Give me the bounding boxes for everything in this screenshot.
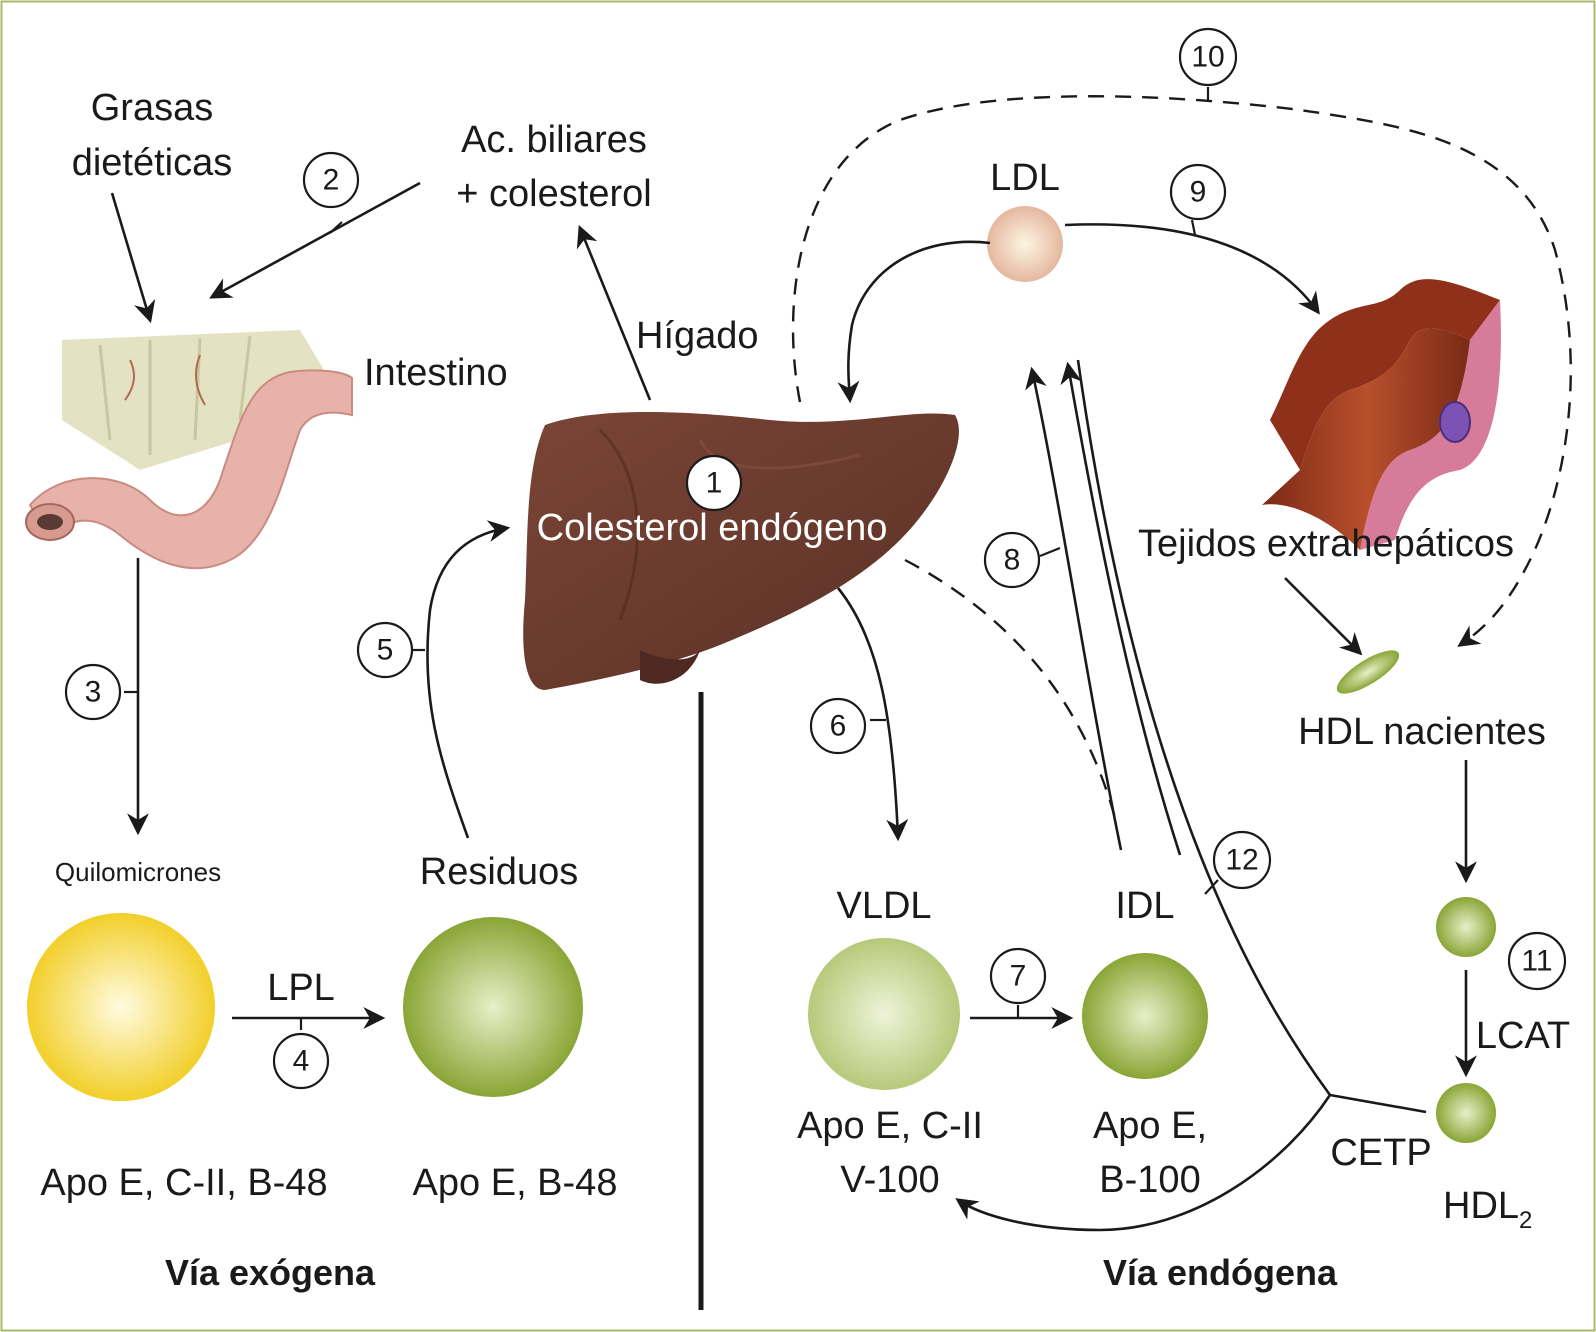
label-apo-vldl-line2: V-100 bbox=[840, 1159, 939, 1201]
hdl2-particle bbox=[1436, 1083, 1496, 1143]
label-lpl: LPL bbox=[267, 967, 335, 1009]
svg-text:2: 2 bbox=[323, 164, 340, 197]
label-grasas-line1: Grasas bbox=[91, 87, 213, 129]
svg-text:11: 11 bbox=[1521, 945, 1552, 978]
liver-icon bbox=[523, 411, 959, 690]
svg-text:4: 4 bbox=[293, 1045, 310, 1078]
step-3-marker: 3 bbox=[64, 663, 122, 721]
label-lcat: LCAT bbox=[1476, 1015, 1570, 1057]
svg-text:5: 5 bbox=[377, 634, 394, 667]
label-quilomicrones: Quilomicrones bbox=[55, 857, 221, 887]
residuo-particle bbox=[403, 917, 583, 1097]
svg-text:3: 3 bbox=[85, 676, 102, 709]
label-vldl: VLDL bbox=[836, 885, 931, 927]
step-9-marker: 9 bbox=[1169, 163, 1227, 221]
hdl-particle bbox=[1436, 897, 1496, 957]
step-12-marker: 12 bbox=[1212, 830, 1272, 890]
vldl-particle bbox=[808, 938, 960, 1090]
step-11-marker: 11 bbox=[1507, 931, 1567, 991]
step-2-marker: 2 bbox=[302, 151, 360, 209]
label-apo-idl-line2: B-100 bbox=[1099, 1159, 1200, 1201]
label-higado: Hígado bbox=[636, 315, 759, 357]
label-apo-quilomicrones: Apo E, C-II, B-48 bbox=[40, 1162, 327, 1204]
step-4-marker: 4 bbox=[272, 1032, 330, 1090]
label-apo-idl-line1: Apo E, bbox=[1093, 1105, 1207, 1147]
idl-particle bbox=[1082, 953, 1208, 1079]
svg-text:1: 1 bbox=[706, 467, 723, 500]
svg-text:8: 8 bbox=[1004, 544, 1021, 577]
step-8-marker: 8 bbox=[983, 531, 1041, 589]
step-6-marker: 6 bbox=[809, 697, 867, 755]
label-via-endogena: Vía endógena bbox=[1103, 1252, 1338, 1293]
step-7-marker: 7 bbox=[989, 947, 1047, 1005]
label-apo-residuos: Apo E, B-48 bbox=[413, 1162, 618, 1204]
quilomicron-particle bbox=[27, 913, 215, 1101]
svg-text:6: 6 bbox=[830, 710, 847, 743]
svg-text:7: 7 bbox=[1010, 960, 1027, 993]
label-acidos-line2: + colesterol bbox=[456, 173, 651, 215]
label-tejidos: Tejidos extrahepáticos bbox=[1138, 523, 1514, 565]
hdl-naciente-particle bbox=[1336, 650, 1400, 694]
svg-text:10: 10 bbox=[1191, 41, 1224, 74]
step-5-marker: 5 bbox=[356, 621, 414, 679]
arrows bbox=[110, 87, 1572, 1232]
label-hdl-nacientes: HDL nacientes bbox=[1298, 711, 1546, 753]
label-residuos: Residuos bbox=[420, 851, 578, 893]
label-colesterol-endogeno: Colesterol endógeno bbox=[537, 507, 888, 549]
label-via-exogena: Vía exógena bbox=[165, 1252, 376, 1293]
label-acidos-line1: Ac. biliares bbox=[461, 119, 647, 161]
label-grasas-line2: dietéticas bbox=[72, 142, 233, 184]
intestine-icon bbox=[25, 330, 353, 570]
svg-text:12: 12 bbox=[1225, 844, 1258, 877]
label-cetp: CETP bbox=[1330, 1132, 1431, 1174]
step-markers: 1 2 3 4 5 6 7 8 9 10 11 12 bbox=[64, 27, 1567, 1090]
step-10-marker: 10 bbox=[1178, 27, 1238, 87]
svg-text:9: 9 bbox=[1190, 176, 1207, 209]
step-1-marker: 1 bbox=[685, 454, 743, 512]
label-hdl2: HDL2 bbox=[1443, 1185, 1532, 1234]
label-ldl: LDL bbox=[990, 157, 1060, 199]
label-apo-vldl-line1: Apo E, C-II bbox=[797, 1105, 983, 1147]
label-intestino: Intestino bbox=[364, 352, 508, 394]
label-idl: IDL bbox=[1115, 885, 1174, 927]
blood-vessel-icon bbox=[1262, 279, 1501, 550]
ldl-particle bbox=[987, 206, 1063, 282]
